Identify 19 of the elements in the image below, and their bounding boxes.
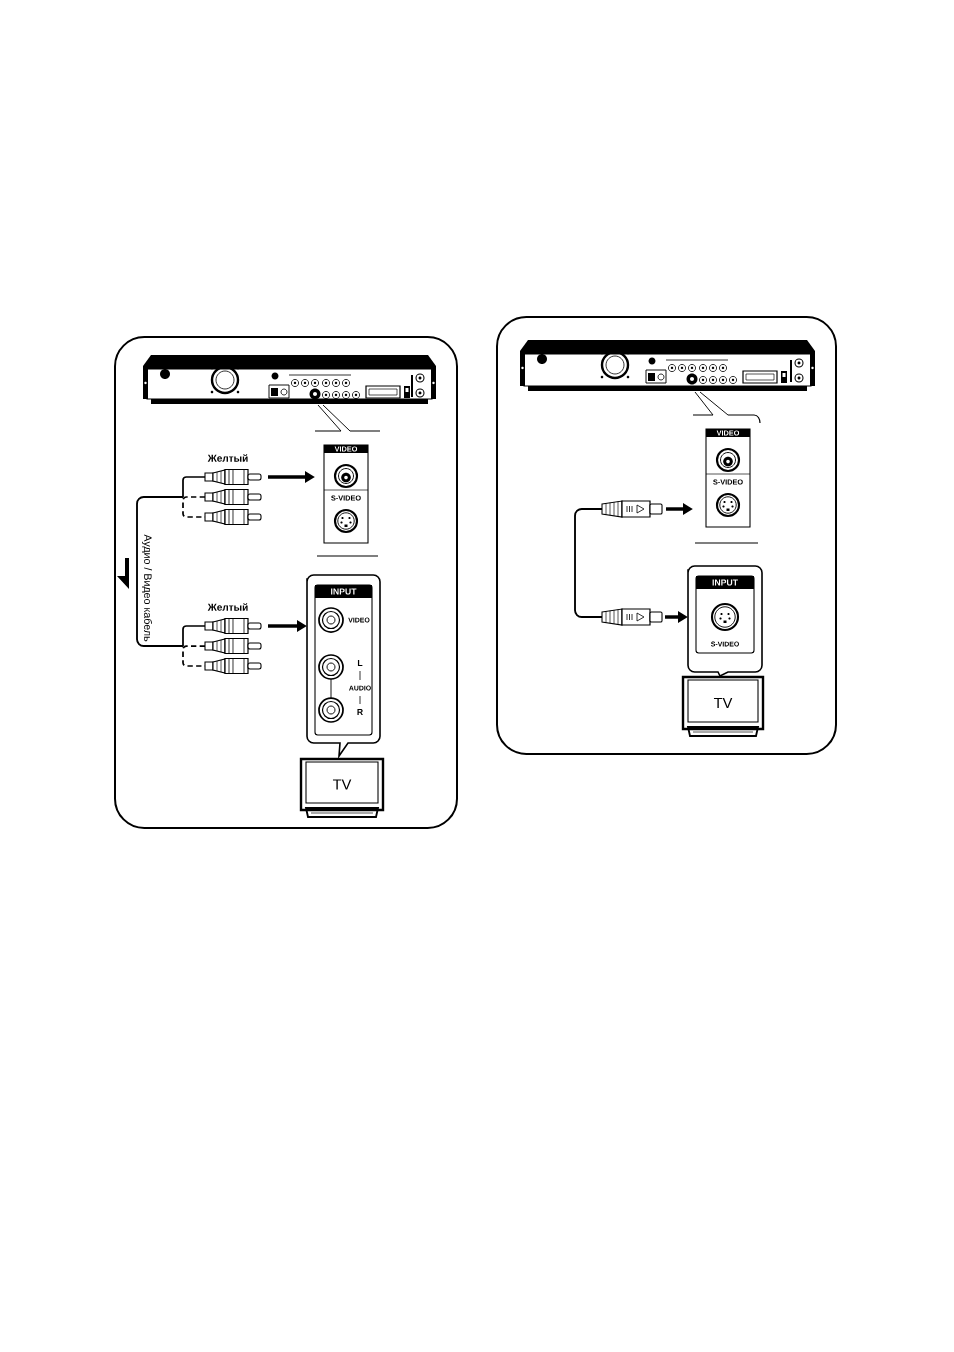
jack-label: R <box>357 709 363 715</box>
panel-frame <box>496 316 837 755</box>
s-video-plug <box>601 608 663 626</box>
dvd-player-drawing <box>520 340 815 391</box>
panel-frame <box>114 336 458 829</box>
plug-caption: Желтый <box>207 603 248 611</box>
tv-set: TV <box>681 675 765 737</box>
jack-label: L <box>357 660 363 666</box>
leader-line <box>694 391 729 416</box>
cable <box>574 508 603 618</box>
leader-line <box>317 404 351 432</box>
s-video-plug <box>601 500 663 518</box>
dvd-player-drawing <box>143 355 436 404</box>
edge-label: Аудио / Видео кабель <box>140 533 154 643</box>
tv-set: TV <box>299 757 385 818</box>
plug-caption: Желтый <box>207 454 248 462</box>
panel-header: INPUT <box>696 576 754 589</box>
panel-header: INPUT <box>315 585 372 598</box>
cable <box>136 496 184 647</box>
